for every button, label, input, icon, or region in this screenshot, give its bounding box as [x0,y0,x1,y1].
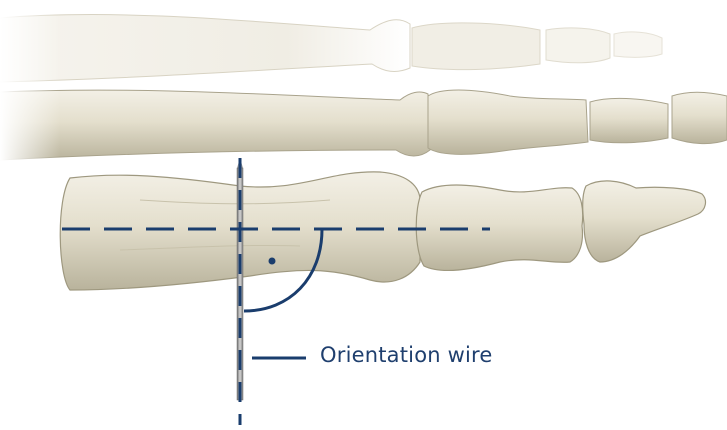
top-toe-bones [0,15,662,82]
orientation-wire-label: Orientation wire [320,343,493,367]
left-fade-overlay [0,0,60,300]
distal-phalanx [583,181,706,262]
middle-toe-bones [0,90,727,160]
